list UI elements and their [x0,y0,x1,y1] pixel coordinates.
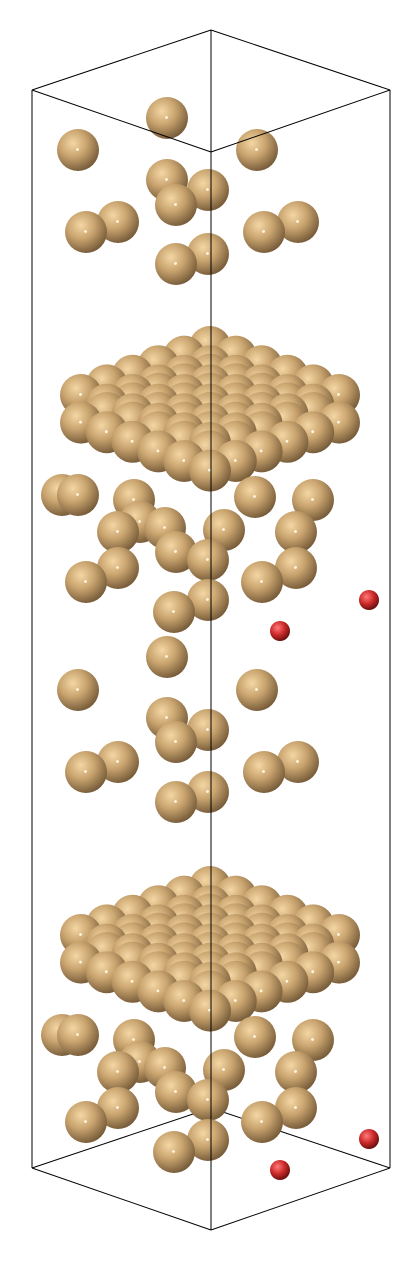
box-edge-bottom-front-right [210,1167,391,1231]
atom-specular-highlight [76,1033,79,1036]
atom-specular-highlight [165,716,168,719]
atom-specular-highlight [208,1008,211,1012]
atom-specular-highlight [255,688,258,691]
atom-specular-highlight [76,493,79,496]
box-edge-top-back-left [31,29,212,91]
atom-specular-highlight [116,220,119,223]
atom-specular-highlight [130,439,134,443]
atom-specular-highlight [253,1035,256,1038]
atom-specular-highlight [222,1068,225,1071]
atom-specular-highlight [172,610,175,613]
atom-specular-highlight [294,566,297,569]
atom-specular-highlight [174,740,177,743]
atom-specular-highlight [337,933,340,936]
atom-specular-highlight [116,1106,119,1109]
box-edge-bottom-back-left [31,1107,212,1169]
atom-specular-highlight [138,1060,141,1063]
atom-specular-highlight [255,148,258,151]
atom-specular-highlight [138,520,141,523]
atom-specular-highlight [260,1120,263,1123]
atom-specular-highlight [84,1120,87,1123]
atom-specular-highlight [206,1098,209,1101]
atom-specular-highlight [222,528,225,531]
atom-specular-highlight [132,1038,135,1041]
atom-specular-highlight [182,999,186,1002]
atom-specular-highlight [206,558,209,561]
atom-specular-highlight [311,970,315,974]
atom-specular-highlight [104,970,108,974]
atom-specular-highlight [165,178,168,181]
atom-specular-highlight [206,728,209,731]
atom-specular-highlight [130,979,134,983]
atom-specular-highlight [253,495,256,498]
oxygen-atom [359,590,379,610]
box-edge-bottom-back-right [210,1107,391,1169]
atom-specular-highlight [76,688,79,691]
atom-specular-highlight [165,116,168,119]
atom-specular-highlight [156,449,160,453]
atom-specular-highlight [84,230,87,233]
atom-specular-highlight [233,999,237,1002]
atom-specular-highlight [172,1150,175,1153]
oxygen-atom [270,1160,290,1180]
atom-specular-highlight [260,580,263,583]
atom-specular-highlight [79,420,82,424]
atom-specular-highlight [206,790,209,793]
atom-specular-highlight [311,430,315,434]
atom-specular-highlight [174,203,177,206]
atom-specular-highlight [206,1138,209,1141]
simulation-box-front-edges [31,29,391,1231]
atom-specular-highlight [233,459,237,462]
atom-specular-highlight [296,760,299,763]
box-edge-top-back-right [210,29,391,91]
atom-specular-highlight [79,933,82,936]
atom-specular-highlight [206,252,209,255]
atom-specular-highlight [165,655,168,658]
oxygen-atom [270,621,290,641]
atom-specular-highlight [163,526,166,529]
atom-specular-highlight [163,1066,166,1069]
atom-specular-highlight [285,439,289,443]
atom-specular-highlight [311,498,314,501]
atom-specular-highlight [84,580,87,583]
atom-specular-highlight [208,468,211,472]
atom-specular-highlight [294,1070,297,1073]
atom-specular-highlight [285,979,289,983]
atom-specular-highlight [296,220,299,223]
atom-specular-highlight [116,760,119,763]
atom-specular-highlight [294,530,297,533]
atom-specular-highlight [174,800,177,803]
atom-specular-highlight [116,1070,119,1073]
atom-specular-highlight [206,188,209,191]
atom-specular-highlight [294,1106,297,1109]
atom-specular-highlight [259,989,263,993]
atom-specular-highlight [206,598,209,601]
atom-specular-highlight [76,148,79,151]
atom-specular-highlight [116,566,119,569]
atom-specular-highlight [156,989,160,993]
atom-specular-highlight [104,430,108,434]
oxygen-atom [359,1129,379,1149]
atom-specular-highlight [79,960,82,964]
atom-specular-highlight [262,230,265,233]
atom-specular-highlight [84,770,87,773]
atom-specular-highlight [174,262,177,265]
atom-specular-highlight [311,1038,314,1041]
atoms-layer [41,97,379,1180]
box-edge-top-front-left [31,89,212,153]
atom-specular-highlight [174,550,177,553]
box-edge-top-front-right [210,89,391,153]
atom-specular-highlight [116,530,119,533]
atom-specular-highlight [337,393,340,396]
atom-specular-highlight [174,1090,177,1093]
atom-specular-highlight [262,770,265,773]
atom-specular-highlight [259,449,263,453]
atom-specular-highlight [337,960,340,964]
atom-specular-highlight [79,393,82,396]
atom-specular-highlight [132,498,135,501]
box-edge-bottom-front-left [31,1167,212,1231]
atom-specular-highlight [337,420,340,424]
atom-specular-highlight [182,459,186,462]
